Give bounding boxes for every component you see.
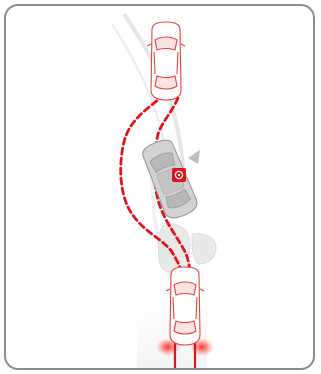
obstacle-car xyxy=(139,137,200,222)
sensor-badge xyxy=(172,168,186,182)
top-car xyxy=(147,22,185,100)
ego-car xyxy=(166,267,204,345)
projected-car-ghost xyxy=(158,224,216,272)
lane-change-diagram xyxy=(6,6,315,370)
obstacle-direction-arrow xyxy=(188,150,200,164)
diagram-frame xyxy=(4,4,315,370)
